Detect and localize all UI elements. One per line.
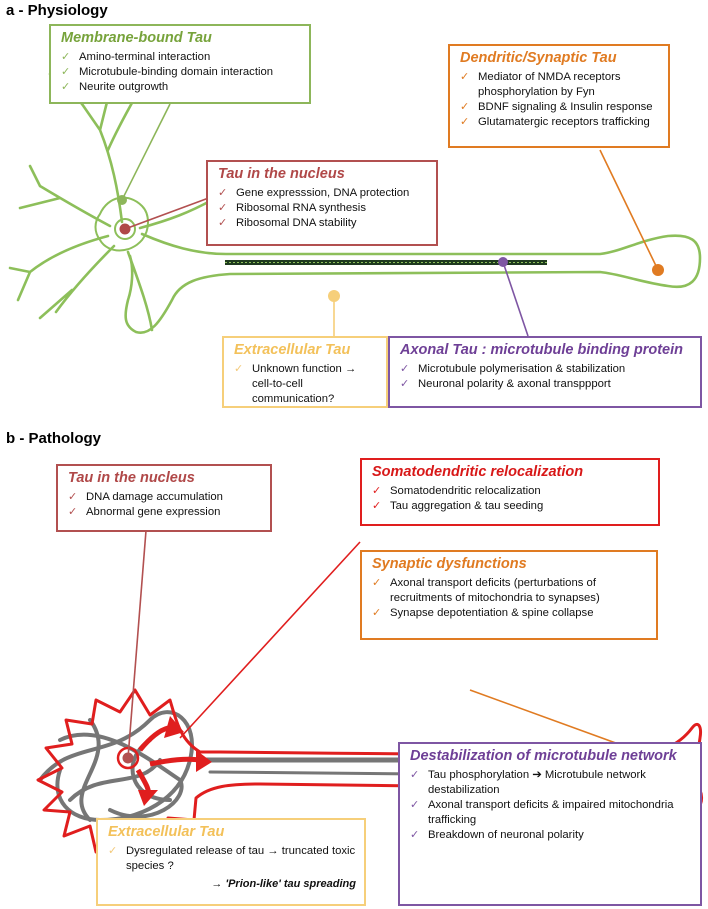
check-icon: ✓	[108, 845, 118, 857]
box-title: Dendritic/Synaptic Tau	[460, 50, 617, 66]
dendrite	[18, 164, 112, 228]
check-icon: ✓	[372, 577, 382, 589]
physiology-connectors	[121, 103, 659, 340]
list-item: ✓Glutamatergic receptors trafficking	[460, 116, 650, 128]
check-icon: ✓	[372, 500, 382, 512]
box-title: Membrane-bound Tau	[61, 30, 212, 46]
list-item: ✓Gene expresssion, DNA protection	[218, 187, 410, 199]
box-title: Destabilization of microtubule network	[410, 748, 677, 764]
check-icon: ✓	[61, 66, 71, 78]
box-title: Somatodendritic relocalization	[372, 464, 584, 480]
pathology-extracellular-tau-box: Extracellular Tau ✓Dysregulated release …	[96, 818, 366, 906]
check-icon: ✓	[372, 485, 382, 497]
check-icon: ✓	[410, 799, 420, 811]
check-icon: ✓	[460, 116, 470, 128]
soma	[94, 196, 149, 252]
list-item: ✓Axonal transport deficits & impaired mi…	[410, 799, 674, 826]
check-icon: ✓	[68, 506, 78, 518]
list-item: ✓Mediator of NMDA receptors phosphorylat…	[460, 71, 621, 98]
dendritic-marker	[652, 264, 664, 276]
check-icon: ✓	[218, 187, 228, 199]
check-icon: ✓	[410, 769, 420, 781]
list-item: ✓Neurite outgrowth	[61, 81, 169, 93]
membrane-bound-tau-box: Membrane-bound Tau ✓Amino-terminal inter…	[49, 24, 311, 104]
check-icon: ✓	[400, 363, 410, 375]
dendrite	[38, 244, 116, 320]
box-list: ✓DNA damage accumulation ✓Abnormal gene …	[68, 490, 262, 520]
check-icon: ✓	[218, 217, 228, 229]
list-item: ✓Microtubule-binding domain interaction	[61, 66, 274, 78]
box-list: ✓Tau phosphorylation ➔ Microtubule netwo…	[410, 768, 692, 843]
check-icon: ✓	[61, 51, 71, 63]
list-item: ✓Tau aggregation & tau seeding	[372, 500, 544, 512]
list-item: ✓Ribosomal DNA stability	[218, 217, 357, 229]
prion-like-spreading-note: → 'Prion-like' tau spreading	[211, 878, 356, 890]
box-list: ✓Unknown function → cell-to-cell communi…	[234, 362, 378, 407]
somatodendritic-relocalization-box: Somatodendritic relocalization ✓Somatode…	[360, 458, 660, 526]
box-list: ✓Mediator of NMDA receptors phosphorylat…	[460, 70, 660, 130]
list-item: ✓Unknown function → cell-to-cell communi…	[234, 363, 357, 405]
check-icon: ✓	[234, 363, 244, 375]
list-item: ✓Axonal transport deficits (perturbation…	[372, 577, 600, 604]
list-item: ✓BDNF signaling & Insulin response	[460, 101, 653, 113]
list-item: ✓Ribosomal RNA synthesis	[218, 202, 366, 214]
list-item: ✓Amino-terminal interaction	[61, 51, 211, 63]
check-icon: ✓	[460, 71, 470, 83]
box-title: Synaptic dysfunctions	[372, 556, 527, 572]
list-item: ✓Tau phosphorylation ➔ Microtubule netwo…	[410, 769, 646, 796]
nucleus-marker-pathology	[122, 752, 134, 764]
relocalization-arrow	[138, 725, 169, 752]
box-list: ✓Dysregulated release of tau → truncated…	[108, 844, 356, 874]
box-title: Tau in the nucleus	[218, 166, 345, 182]
check-icon: ✓	[460, 101, 470, 113]
list-item: ✓Breakdown of neuronal polarity	[410, 829, 584, 841]
box-list: ✓Axonal transport deficits (perturbation…	[372, 576, 648, 621]
box-title: Extracellular Tau	[108, 824, 225, 840]
list-item: ✓Synapse depotentiation & spine collapse	[372, 607, 594, 619]
section-label-pathology: b - Pathology	[6, 430, 101, 447]
list-item: ✓Dysregulated release of tau → truncated…	[108, 845, 356, 872]
box-list: ✓Gene expresssion, DNA protection ✓Ribos…	[218, 186, 428, 231]
list-item: ✓DNA damage accumulation	[68, 491, 223, 503]
box-list: ✓Microtubule polymerisation & stabilizat…	[400, 362, 692, 392]
check-icon: ✓	[68, 491, 78, 503]
pathology-tau-in-nucleus-box: Tau in the nucleus ✓DNA damage accumulat…	[56, 464, 272, 532]
check-icon: ✓	[372, 607, 382, 619]
extracellular-marker	[328, 290, 340, 302]
extracellular-tau-box: Extracellular Tau ✓Unknown function → ce…	[222, 336, 388, 408]
list-item: ✓Neuronal polarity & axonal transppport	[400, 378, 611, 390]
check-icon: ✓	[400, 378, 410, 390]
axonal-marker	[498, 257, 508, 267]
check-icon: ✓	[410, 829, 420, 841]
list-item: ✓Abnormal gene expression	[68, 506, 221, 518]
box-title: Axonal Tau : microtubule binding protein	[400, 342, 684, 358]
box-title: Extracellular Tau	[234, 342, 351, 358]
check-icon: ✓	[218, 202, 228, 214]
box-title: Tau in the nucleus	[68, 470, 195, 486]
dendrite	[80, 96, 124, 224]
destabilization-box: Destabilization of microtubule network ✓…	[398, 742, 702, 906]
membrane-marker	[117, 195, 127, 205]
check-icon: ✓	[61, 81, 71, 93]
list-item: ✓Somatodendritic relocalization	[372, 485, 541, 497]
nucleus-marker	[119, 223, 131, 235]
tau-in-nucleus-box: Tau in the nucleus ✓Gene expresssion, DN…	[206, 160, 438, 246]
box-list: ✓Amino-terminal interaction ✓Microtubule…	[61, 50, 301, 95]
axonal-tau-box: Axonal Tau : microtubule binding protein…	[388, 336, 702, 408]
section-label-physiology: a - Physiology	[6, 2, 108, 19]
axon	[124, 232, 702, 334]
dendrite	[138, 198, 214, 230]
nucleus-ring	[114, 218, 136, 240]
healthy-neuron	[8, 32, 702, 334]
list-item: ✓Microtubule polymerisation & stabilizat…	[400, 363, 626, 375]
dendritic-synaptic-tau-box: Dendritic/Synaptic Tau ✓Mediator of NMDA…	[448, 44, 670, 148]
box-list: ✓Somatodendritic relocalization ✓Tau agg…	[372, 484, 650, 514]
synaptic-dysfunctions-box: Synaptic dysfunctions ✓Axonal transport …	[360, 550, 658, 640]
